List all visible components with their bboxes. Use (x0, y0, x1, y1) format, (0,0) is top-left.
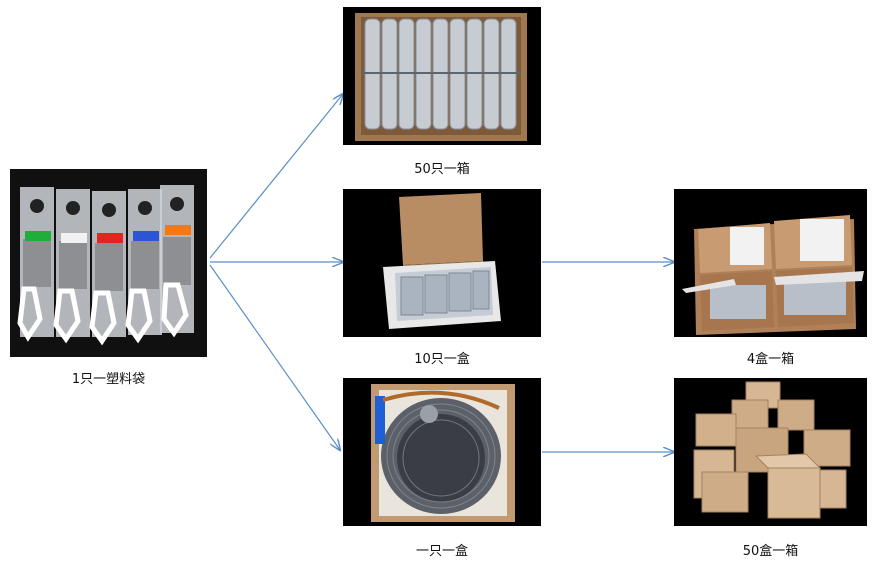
caption-source: 1只一塑料袋 (71, 372, 146, 387)
gloves-illustration (10, 169, 207, 357)
caption-case50: 50只一箱 (414, 162, 470, 177)
case-of-50-illustration (343, 7, 541, 145)
caption-carton4: 4盒一箱 (746, 352, 795, 367)
case-of-4-boxes-illustration (674, 189, 867, 337)
caption-carton50: 50盒一箱 (742, 544, 799, 559)
caption-single-box: 一只一盒 (415, 544, 468, 559)
box-of-10-photo (343, 189, 541, 337)
case-of-50-boxes-photo (674, 378, 867, 526)
case-of-50-photo (343, 7, 541, 145)
box-of-10-illustration (343, 189, 541, 337)
cardboard-stack-illustration (674, 378, 867, 526)
single-box-photo (343, 378, 541, 526)
single-box-illustration (343, 378, 541, 526)
gloves-in-bags-photo (10, 169, 207, 357)
arrow-to-case50 (209, 94, 343, 259)
caption-box10: 10只一盒 (414, 352, 470, 367)
arrow-to-single-box (209, 264, 340, 450)
case-of-4-boxes-photo (674, 189, 867, 337)
